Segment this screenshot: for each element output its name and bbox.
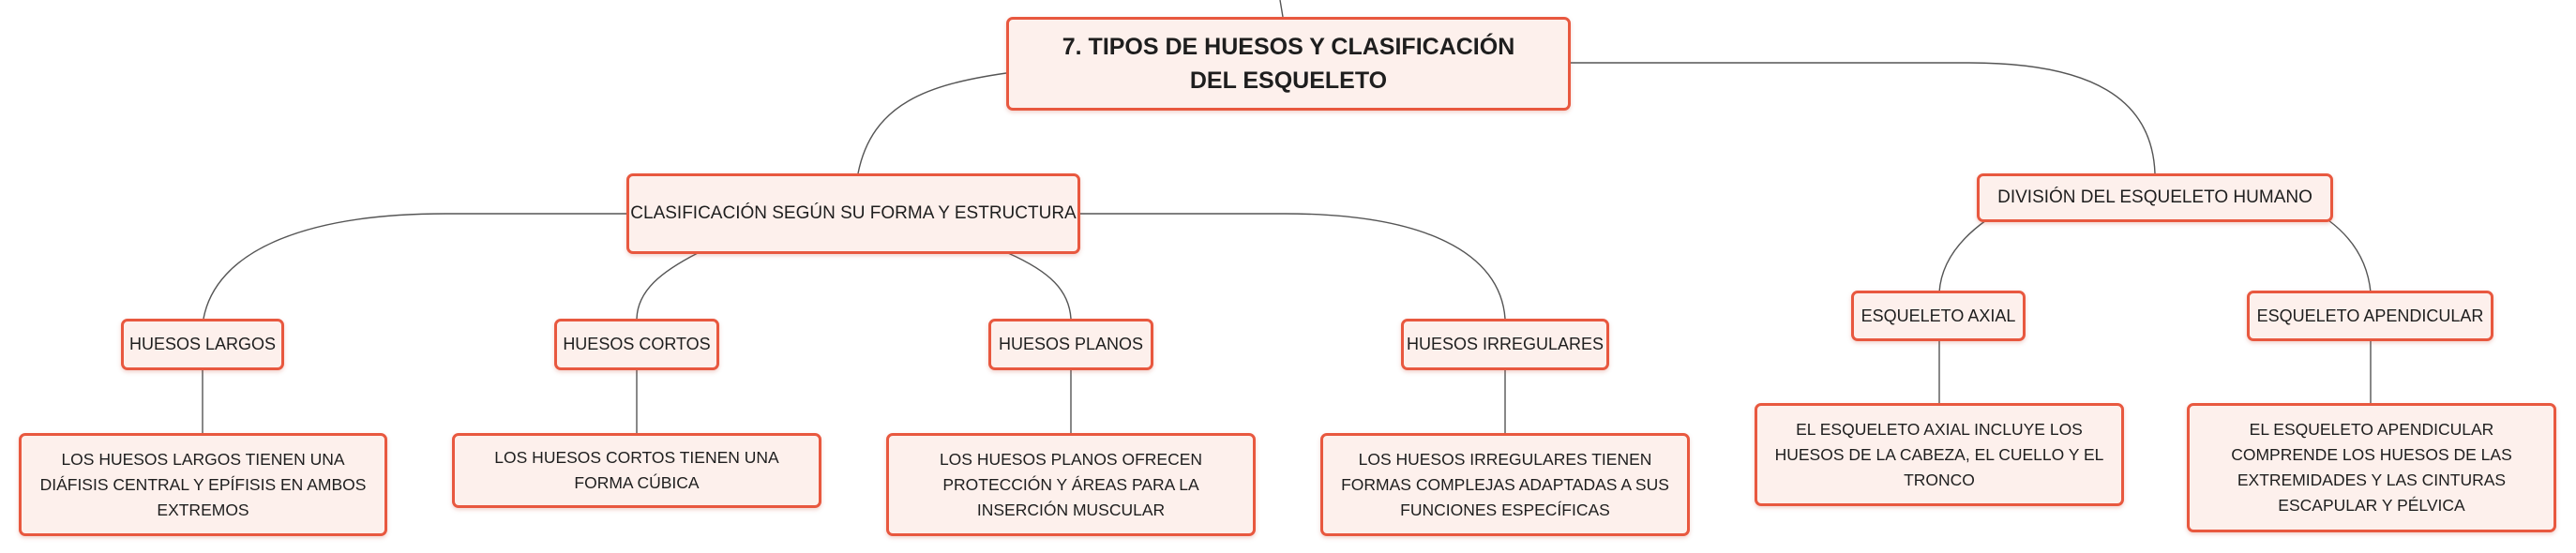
division-node[interactable]: DIVISIÓN DEL ESQUELETO HUMANO [1977,173,2333,222]
connector-division-axial [1938,219,1987,293]
bone-type-description-largos[interactable]: LOS HUESOS LARGOS TIENEN UNA DIÁFISIS CE… [19,433,387,536]
connector-class-planos [1007,252,1072,320]
skeleton-part-description-axial[interactable]: EL ESQUELETO AXIAL INCLUYE LOS HUESOS DE… [1755,403,2124,506]
classification-title: CLASIFICACIÓN SEGÚN SU FORMA Y ESTRUCTUR… [630,203,1077,223]
skeleton-part-node-axial[interactable]: ESQUELETO AXIAL [1851,291,2026,341]
bone-type-label: HUESOS CORTOS [563,335,711,353]
division-title: DIVISIÓN DEL ESQUELETO HUMANO [1997,187,2312,207]
bone-type-node-irregulares[interactable]: HUESOS IRREGULARES [1401,319,1609,370]
description-text: LOS HUESOS IRREGULARES TIENEN FORMAS COM… [1341,449,1669,519]
description-text: LOS HUESOS LARGOS TIENEN UNA DIÁFISIS CE… [39,449,367,519]
connector-class-cortos [636,252,699,320]
skeleton-part-label: ESQUELETO APENDICULAR [2256,306,2484,325]
connector-division-apendicular [2327,219,2372,293]
skeleton-part-node-apendicular[interactable]: ESQUELETO APENDICULAR [2247,291,2493,341]
classification-node[interactable]: CLASIFICACIÓN SEGÚN SU FORMA Y ESTRUCTUR… [626,173,1080,254]
bone-type-node-planos[interactable]: HUESOS PLANOS [988,319,1153,370]
bone-type-node-cortos[interactable]: HUESOS CORTOS [554,319,719,370]
root-topic-node[interactable]: 7. TIPOS DE HUESOS Y CLASIFICACIÓN DEL E… [1006,17,1571,111]
bone-type-description-planos[interactable]: LOS HUESOS PLANOS OFRECEN PROTECCIÓN Y Á… [886,433,1256,536]
description-text: EL ESQUELETO AXIAL INCLUYE LOS HUESOS DE… [1774,419,2104,489]
description-text: EL ESQUELETO APENDICULAR COMPRENDE LOS H… [2231,420,2512,515]
bone-type-description-irregulares[interactable]: LOS HUESOS IRREGULARES TIENEN FORMAS COM… [1320,433,1690,536]
bone-type-label: HUESOS PLANOS [998,335,1144,353]
skeleton-part-label: ESQUELETO AXIAL [1860,306,2016,325]
connector-root-division [1571,62,2156,174]
connector-root-classification [857,72,1007,174]
root-topic-title: 7. TIPOS DE HUESOS Y CLASIFICACIÓN DEL E… [1062,34,1515,94]
description-text: LOS HUESOS CORTOS TIENEN UNA FORMA CÚBIC… [494,448,779,492]
connector-root-parent [1279,0,1284,18]
bone-type-label: HUESOS IRREGULARES [1406,335,1604,353]
connector-class-largos [203,213,626,320]
connector-class-irregulares [1080,213,1506,320]
bone-type-node-largos[interactable]: HUESOS LARGOS [121,319,284,370]
bone-type-label: HUESOS LARGOS [128,335,277,353]
description-text: LOS HUESOS PLANOS OFRECEN PROTECCIÓN Y Á… [939,449,1203,519]
skeleton-part-description-apendicular[interactable]: EL ESQUELETO APENDICULAR COMPRENDE LOS H… [2187,403,2556,532]
bone-type-description-cortos[interactable]: LOS HUESOS CORTOS TIENEN UNA FORMA CÚBIC… [452,433,821,508]
